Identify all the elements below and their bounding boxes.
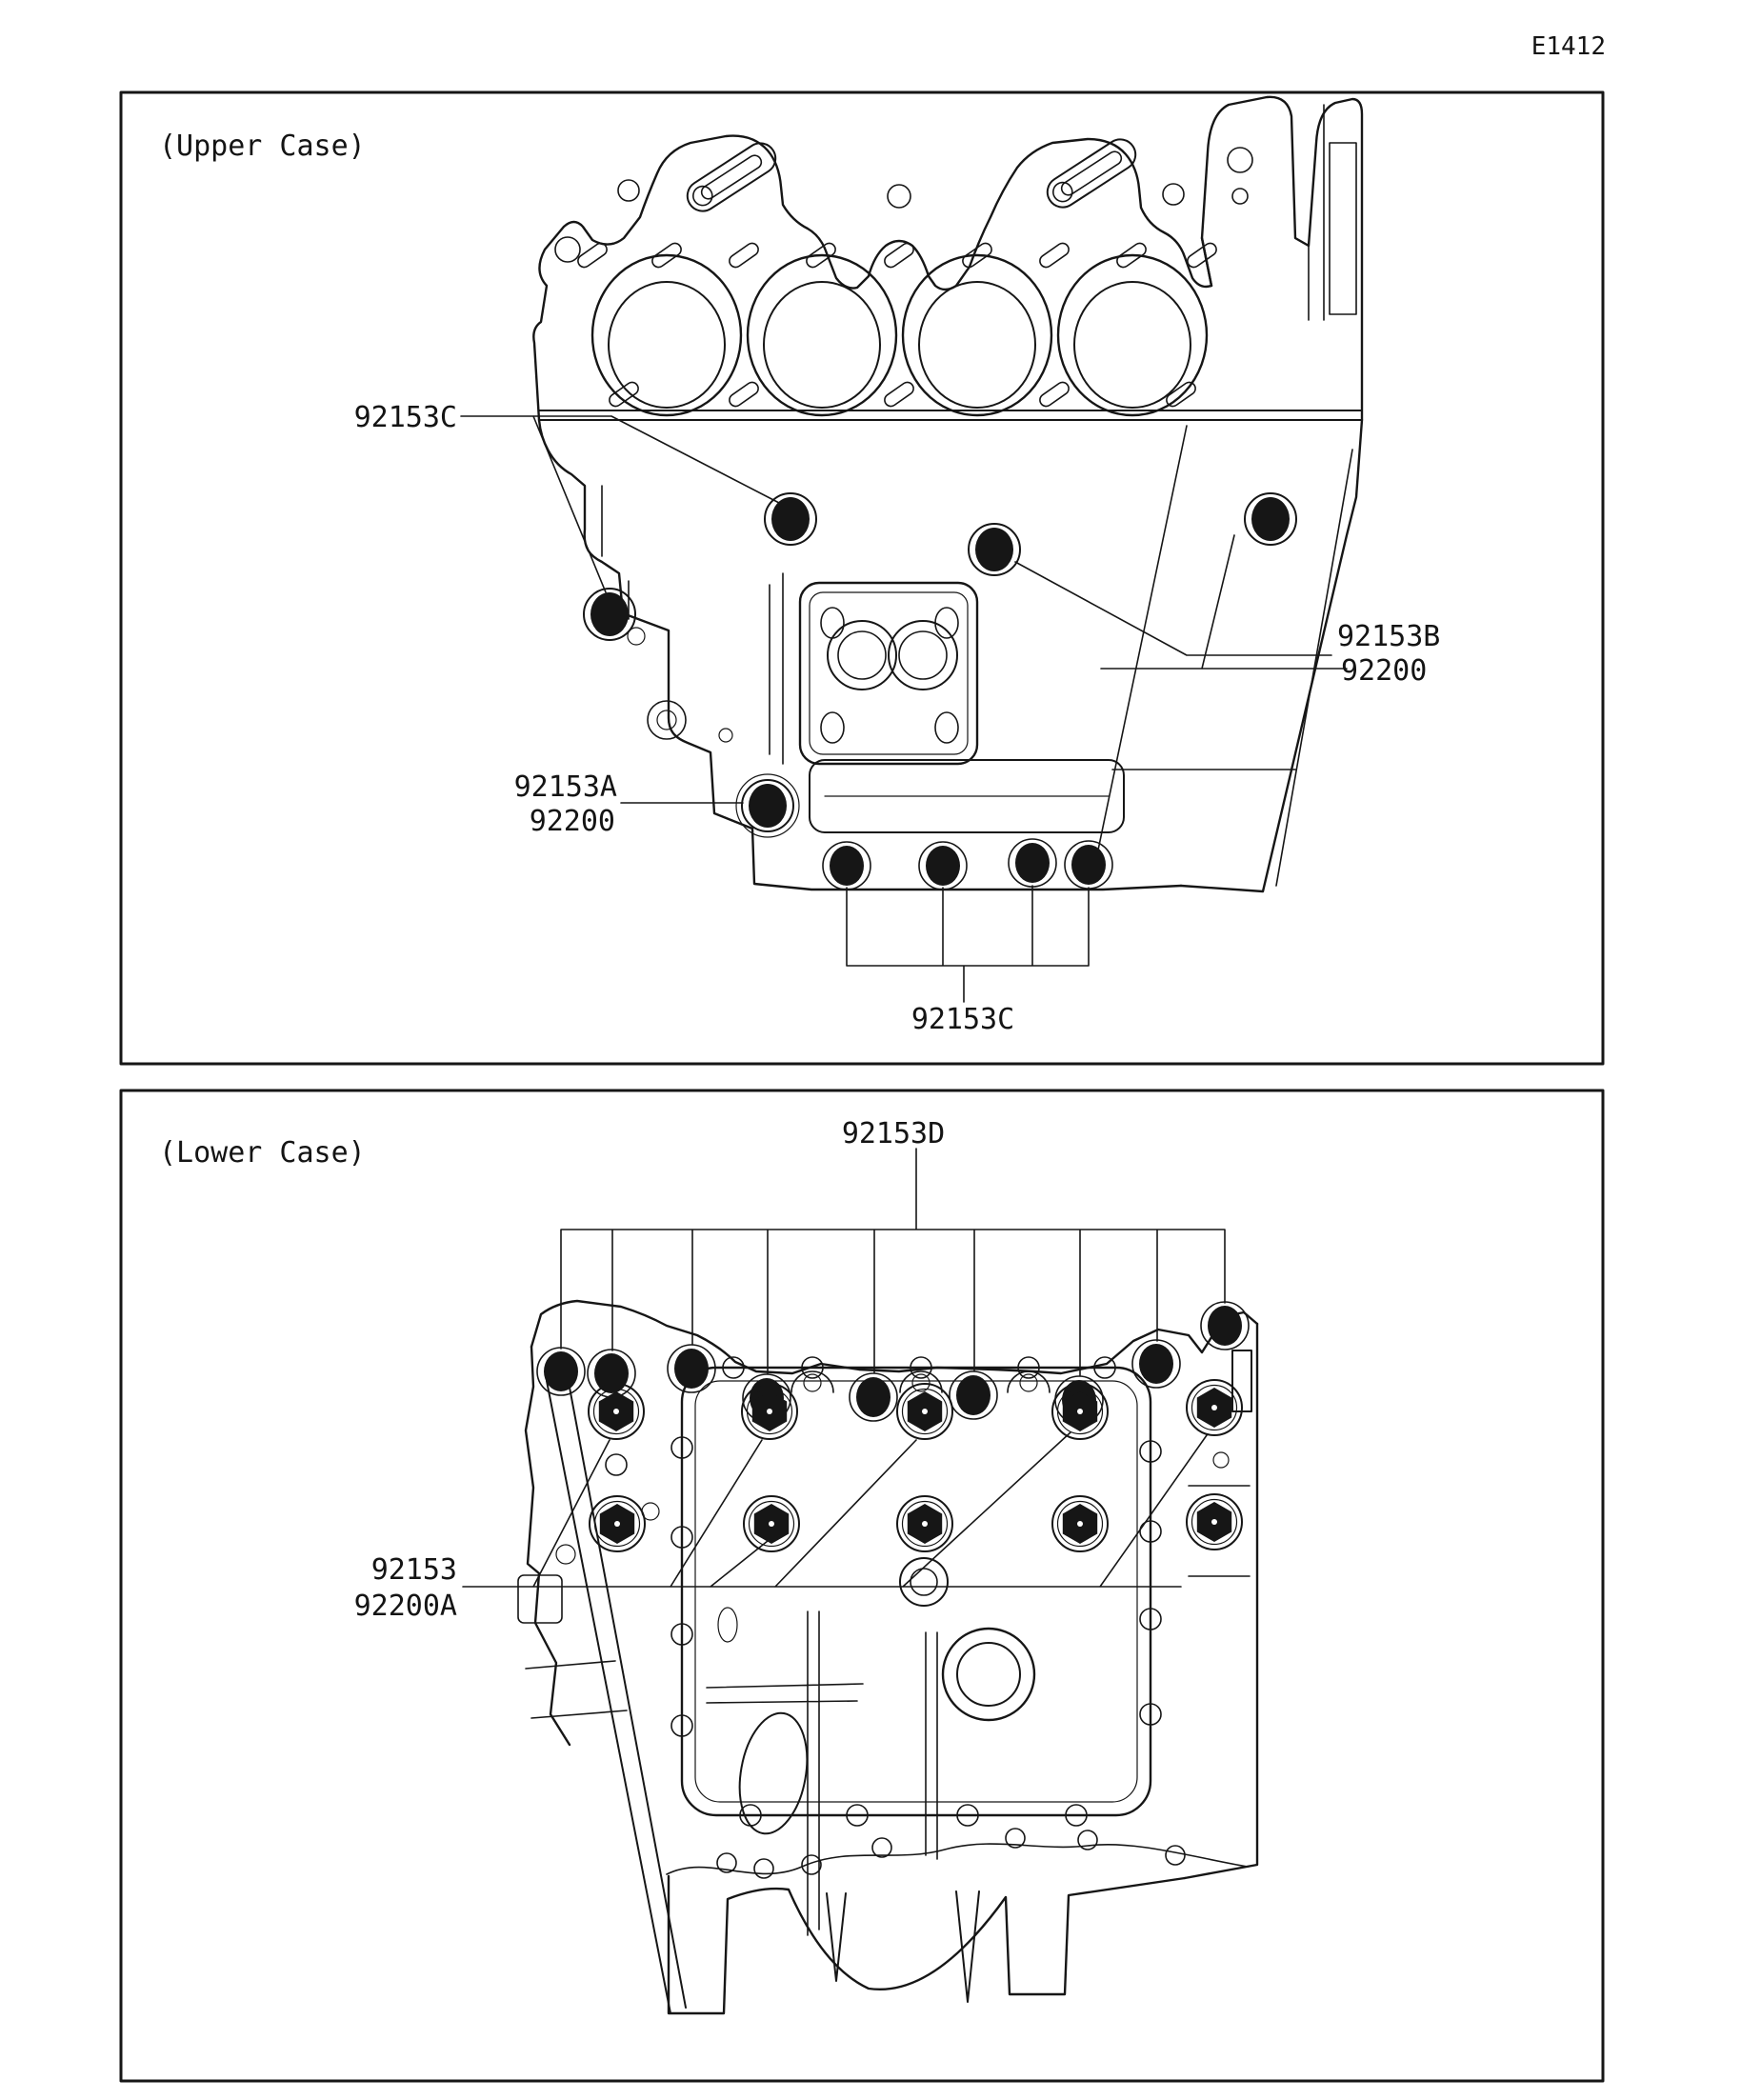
callout-92153a: 92153A: [514, 770, 617, 804]
upper-case-caption: (Upper Case): [159, 130, 366, 163]
leader-92153c-bottom: [846, 885, 1090, 1003]
callout-92153c-bottom: 92153C: [911, 1003, 1014, 1036]
deck-boss-slot: [1046, 138, 1137, 209]
upper-leader-lines: [460, 415, 1332, 1003]
upper-panel-frame: [119, 90, 1605, 1066]
callout-92200-upper: 92200: [1341, 654, 1427, 688]
lower-panel-frame: [119, 1089, 1605, 2083]
callout-92200-lower: 92200: [530, 805, 615, 838]
oil-pan-gasket: [670, 1356, 1162, 1827]
callout-92153c-left: 92153C: [354, 401, 457, 434]
cylinder-bores: [590, 253, 1209, 417]
page-code: E1412: [1531, 32, 1606, 61]
leader-92153b: [1014, 561, 1332, 656]
lower-case-stud-bolts: [588, 1379, 1243, 1552]
leader-92153d: [560, 1148, 1226, 1376]
leader-92153: [462, 1431, 1208, 1588]
breather-plate: [798, 581, 979, 766]
callout-92153b: 92153B: [1337, 620, 1440, 653]
upper-case-bolts: [583, 492, 1297, 890]
lower-case-drawing: [517, 1148, 1259, 2015]
callout-92200a: 92200A: [354, 1590, 457, 1623]
leader-92153c-left: [460, 415, 780, 593]
lower-case-caption: (Lower Case): [159, 1136, 366, 1170]
upper-case-panel: (Upper Case): [119, 90, 1605, 1066]
deck-slots: [574, 240, 1220, 410]
callout-92153d: 92153D: [842, 1117, 945, 1150]
lower-case-panel: (Lower Case): [119, 1089, 1605, 2083]
deck-boss-slot: [686, 142, 777, 212]
callout-92153: 92153: [371, 1553, 457, 1587]
upper-case-drawing: [532, 95, 1364, 893]
